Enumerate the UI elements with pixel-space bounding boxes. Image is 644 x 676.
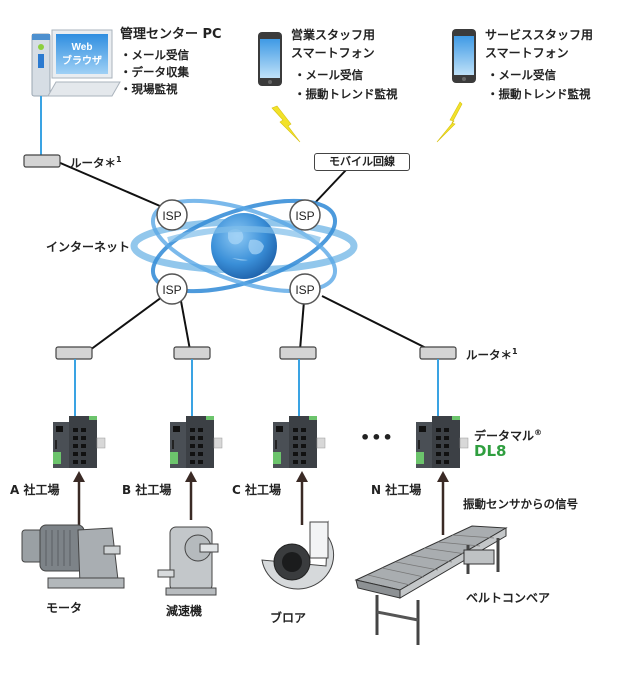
site-label-b: B 社工場 [122, 483, 172, 497]
machine-label-reducer: 減速機 [166, 604, 203, 618]
mobile-line-label: モバイル回線 [314, 153, 410, 171]
internet-label: インターネット [46, 240, 131, 254]
arrow-up-icon [296, 471, 308, 482]
router-footnote: 1 [116, 155, 122, 164]
dl8-device-icon [169, 415, 223, 469]
pc-item-mail: ・メール受信 [120, 48, 189, 62]
router-label-text: ルータ＊ [70, 155, 116, 170]
site-label-n: N 社工場 [371, 483, 422, 497]
isp-node [289, 273, 321, 305]
ellipsis: ••• [360, 428, 394, 447]
isp-node [156, 199, 188, 231]
service-phone-item-mail: ・メール受信 [487, 68, 556, 82]
routers [23, 154, 457, 360]
blower-illustration [261, 520, 335, 590]
service-smartphone-icon [452, 29, 476, 83]
product-name-text: データマル [474, 429, 535, 443]
pc-title: 管理センター PC [120, 27, 222, 42]
dl8-device-icon [52, 415, 106, 469]
lightning-icon [436, 101, 463, 143]
arrow-up-icon [437, 471, 449, 482]
sales-phone-subtitle: スマートフォン [291, 46, 375, 60]
site-label-a: A 社工場 [10, 483, 60, 497]
site-label-c: C 社工場 [232, 483, 281, 497]
service-phone-item-trend: ・振動トレンド監視 [487, 87, 591, 101]
screen-browser-text: ブラウザ [62, 54, 102, 67]
isp-label: ISP [162, 209, 181, 223]
dl8-device-icon [415, 415, 469, 469]
sales-smartphone-icon [258, 32, 282, 86]
dl8-device-icon [272, 415, 326, 469]
pc-item-data: ・データ収集 [120, 65, 189, 79]
sales-phone-item-mail: ・メール受信 [294, 68, 363, 82]
wan-links [57, 161, 431, 351]
router-icon [23, 154, 61, 168]
sales-phone-title: 営業スタッフ用 [291, 28, 376, 42]
router-icon [173, 346, 211, 360]
sensor-signal-label: 振動センサからの信号 [463, 497, 578, 511]
signal-arrows [77, 476, 445, 535]
isp-nodes [156, 199, 321, 305]
product-name: データマル® [474, 425, 542, 444]
motor-illustration [21, 524, 125, 589]
machine-label-motor: モータ [46, 601, 83, 615]
screen-web-text: Web [72, 42, 93, 53]
isp-node [156, 273, 188, 305]
arrow-up-icon [185, 471, 197, 482]
machine-label-conveyor: ベルトコンベア [466, 591, 551, 605]
router-label-text: ルータ＊ [466, 347, 512, 362]
lan-links [74, 359, 439, 418]
sales-phone-item-trend: ・振動トレンド監視 [294, 87, 398, 101]
reducer-illustration [157, 526, 219, 596]
lightning-icon [271, 105, 301, 143]
service-phone-title: サービススタッフ用 [485, 28, 594, 42]
isp-label: ISP [162, 283, 181, 297]
isp-node [289, 199, 321, 231]
product-model: DL8 [474, 442, 507, 460]
belt-conveyor-illustration [354, 525, 508, 645]
router-icon [55, 346, 93, 360]
pc-item-monitor: ・現場監視 [120, 82, 178, 96]
pc-illustration [31, 29, 121, 155]
isp-label: ISP [295, 209, 314, 223]
router-label-bottom: ルータ＊1 [466, 344, 518, 363]
router-label-top: ルータ＊1 [70, 152, 122, 171]
machine-label-blower: ブロア [270, 611, 307, 625]
router-icon [419, 346, 457, 360]
router-footnote: 1 [512, 347, 518, 356]
arrow-up-icon [73, 471, 85, 482]
dl8-devices [52, 415, 469, 469]
registered-mark: ® [534, 428, 543, 437]
internet-globe-icon [130, 198, 358, 294]
service-phone-subtitle: スマートフォン [485, 46, 569, 60]
isp-label: ISP [295, 283, 314, 297]
router-icon [279, 346, 317, 360]
